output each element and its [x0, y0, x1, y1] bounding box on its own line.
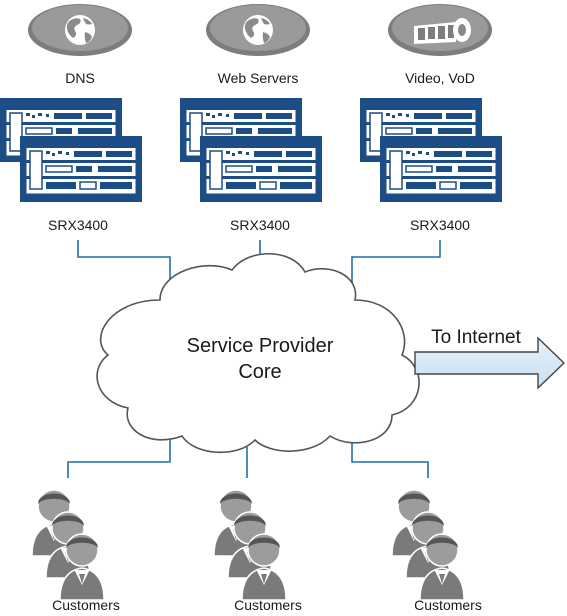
customers-label-3: Customers [414, 597, 482, 613]
cloud-label-line1: Service Provider [187, 335, 334, 357]
film-reel-icon [388, 4, 492, 56]
firewall-label-1: SRX3400 [48, 217, 108, 233]
firewall-label-2: SRX3400 [230, 217, 290, 233]
link-core-to-customers1 [67, 438, 171, 478]
globe-icon [206, 4, 310, 56]
service-provider-cloud [96, 252, 420, 454]
service-label-web-servers: Web Servers [218, 70, 299, 86]
link-srx3-to-core [351, 240, 441, 300]
people-group-icon [392, 490, 464, 600]
customers-label-1: Customers [52, 597, 120, 613]
people-group-icon [214, 490, 286, 600]
service-label-video: Video, VoD [405, 70, 475, 86]
cloud-label-line2: Core [238, 361, 281, 383]
internet-arrow [414, 336, 566, 390]
globe-icon [28, 4, 132, 56]
srx3400-device-3 [360, 98, 502, 202]
service-label-dns: DNS [65, 70, 95, 86]
link-core-to-customers3 [351, 440, 429, 478]
internet-label: To Internet [431, 327, 521, 348]
people-group-icon [32, 490, 104, 600]
srx3400-device-1 [0, 98, 142, 202]
customers-label-2: Customers [234, 597, 302, 613]
firewall-label-3: SRX3400 [410, 217, 470, 233]
srx3400-device-2 [180, 98, 322, 202]
link-srx1-to-core [77, 240, 171, 296]
